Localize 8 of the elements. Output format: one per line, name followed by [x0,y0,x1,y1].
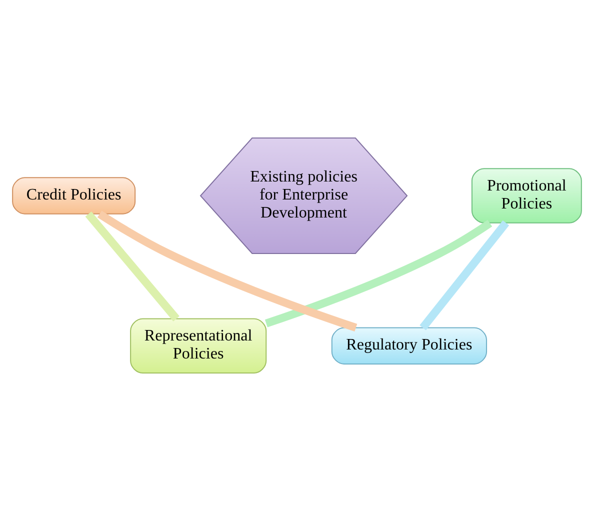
connector [85,211,180,322]
connector [264,220,492,328]
node-box: Regulatory Policies [331,327,488,364]
node-box: Representational Policies [130,318,267,374]
node-box: Promotional Policies [471,168,582,224]
connector [97,210,358,332]
node-box: Credit Policies [12,177,136,214]
connector [420,220,510,330]
